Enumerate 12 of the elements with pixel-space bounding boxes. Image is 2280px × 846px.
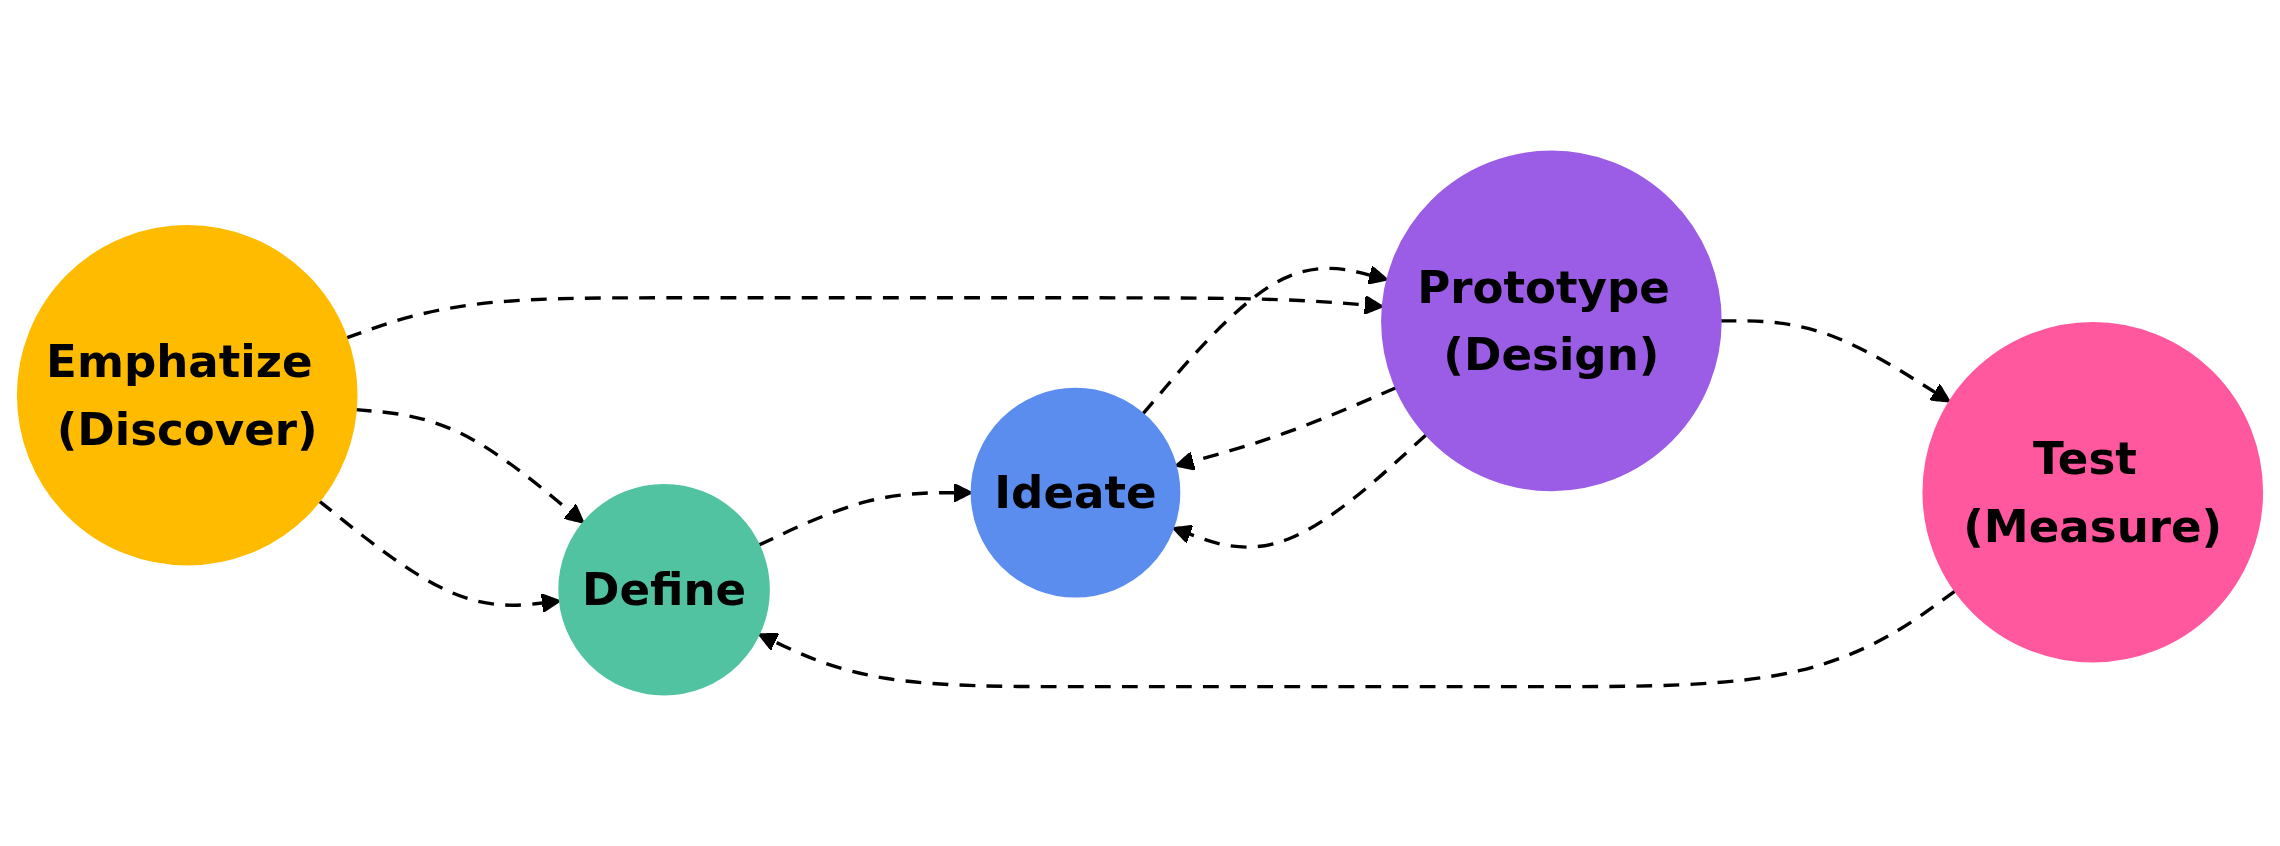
node-circle: Emphatize (Discover)	[16, 224, 358, 566]
arrow	[318, 499, 561, 613]
arrow	[1174, 386, 1397, 471]
arrow	[1172, 433, 1428, 549]
arrow	[355, 407, 585, 524]
node-circle: Prototype (Design)	[1381, 150, 1722, 492]
node-circle: Ideate	[970, 387, 1181, 598]
arrow	[1720, 319, 1951, 403]
arrow	[345, 295, 1384, 340]
node-circle: Define	[558, 483, 770, 696]
node-circle: Test (Measure)	[1922, 321, 2264, 663]
arrow	[757, 589, 1957, 689]
